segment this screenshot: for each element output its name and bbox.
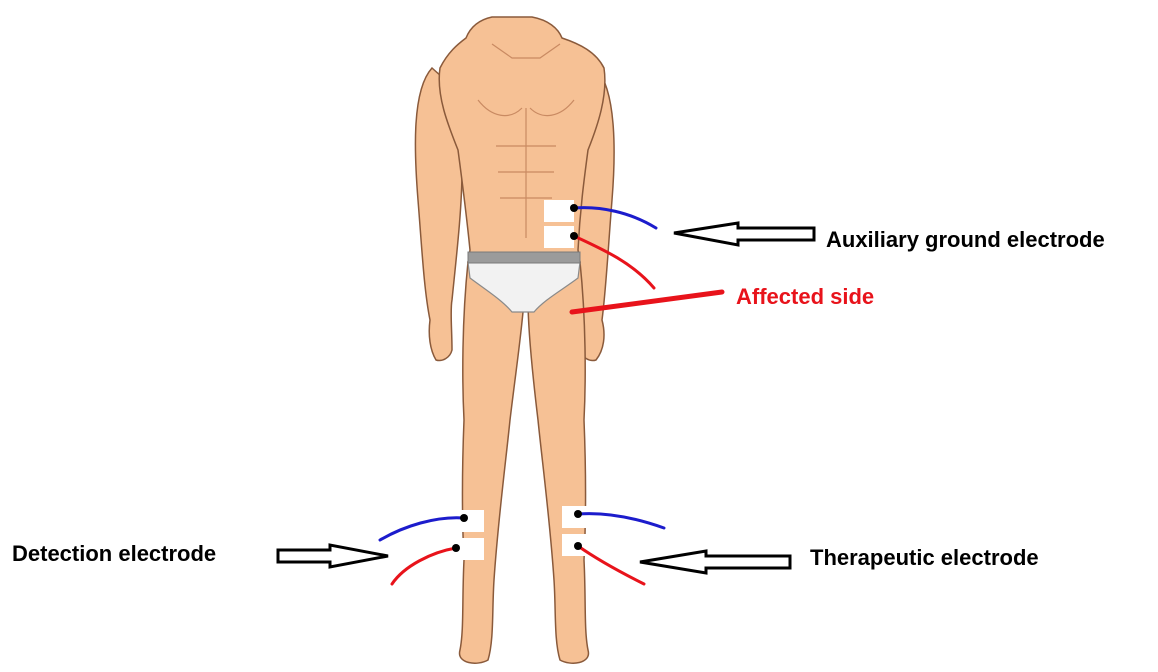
blue-wire-left-knee: [380, 518, 464, 540]
affected-side-label: Affected side: [736, 284, 874, 310]
left-leg: [460, 262, 524, 663]
arrow-icon-detection: [278, 545, 388, 567]
human-body-figure: [415, 17, 614, 663]
detection-electrode-label: Detection electrode: [12, 541, 216, 567]
therapeutic-electrode-label: Therapeutic electrode: [810, 545, 1039, 571]
electrode-dot: [570, 232, 578, 240]
electrode-dot: [574, 542, 582, 550]
electrode-dot: [570, 204, 578, 212]
right-leg: [528, 262, 588, 663]
red-wire-left-knee: [392, 548, 456, 584]
electrode-dot: [452, 544, 460, 552]
electrode-pad-icon: [544, 200, 574, 222]
electrode-pad-icon: [456, 538, 484, 560]
auxiliary-ground-electrode-label: Auxiliary ground electrode: [826, 227, 1105, 253]
electrode-pad-icon: [456, 510, 484, 532]
blue-wire-right-knee: [578, 514, 664, 528]
electrode-dot: [460, 514, 468, 522]
arrow-icon-auxiliary: [674, 223, 814, 245]
red-wire-right-knee: [578, 546, 644, 584]
arrow-icon-therapeutic: [640, 551, 790, 573]
torso: [439, 17, 605, 262]
waistband: [468, 252, 580, 263]
electrode-pad-icon: [544, 226, 574, 248]
electrode-dot: [574, 510, 582, 518]
